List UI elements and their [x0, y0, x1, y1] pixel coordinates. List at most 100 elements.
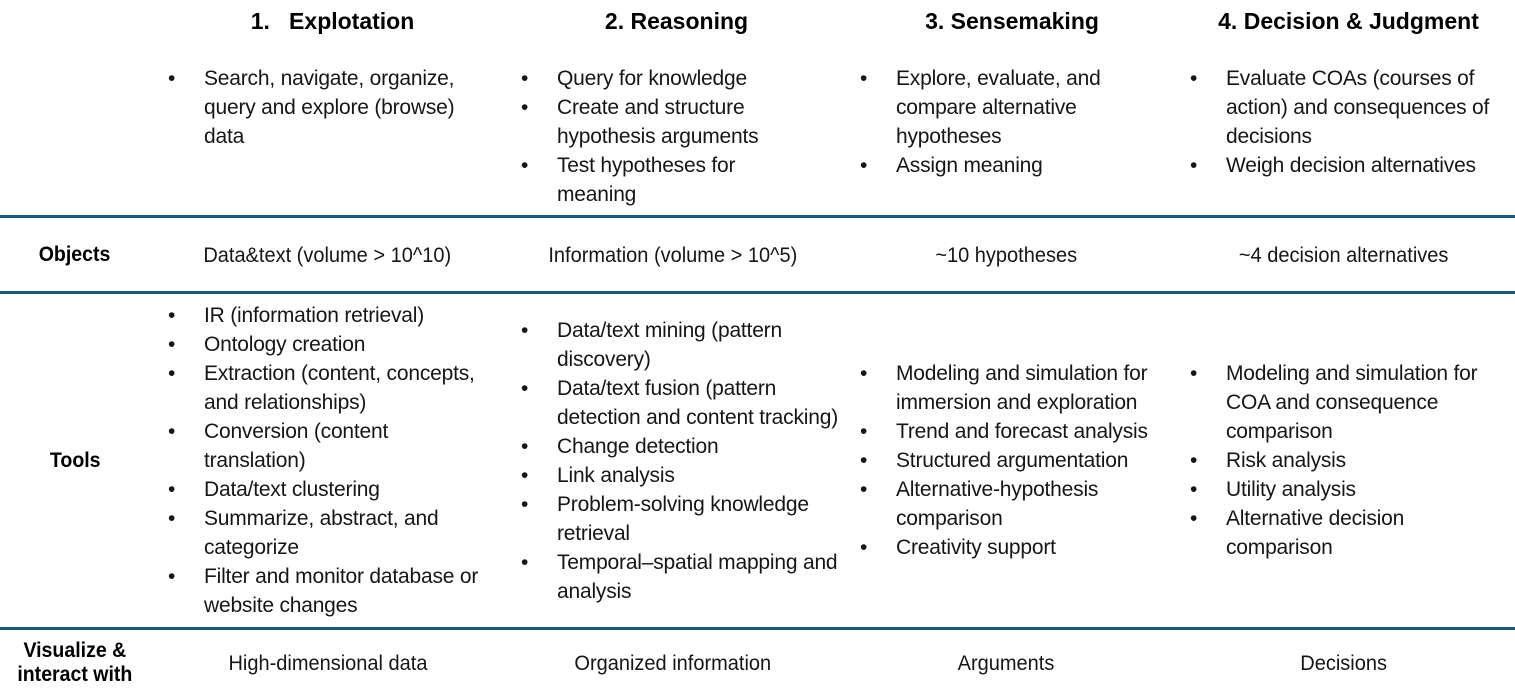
bullet-marker-icon: • — [521, 67, 529, 90]
column-sensemaking: 3. Sensemaking •Explore, evaluate, and c… — [840, 0, 1172, 215]
column-title-sensemaking: 3. Sensemaking — [925, 8, 1099, 34]
tools-list-explotation: • IR (information retrieval) •Ontology cre… — [160, 301, 505, 620]
bullet-marker-icon: • — [1190, 478, 1198, 501]
bullet-marker-icon: • — [860, 449, 868, 472]
column-reasoning: 2. Reasoning •Query for knowledge•Create… — [505, 0, 840, 215]
bullet-text: Alternative decision comparison — [1226, 507, 1405, 559]
bullet-item: • Data/text clustering — [160, 475, 493, 504]
bullet-marker-icon: • — [1190, 67, 1198, 90]
activities-list-reasoning: •Query for knowledge•Create and structur… — [513, 64, 840, 209]
column-explotation: 1. Explotation •Search, navigate, organi… — [150, 0, 505, 215]
bullet-item: •Create and structure hypothesis argumen… — [513, 93, 790, 151]
header-row-spacer — [0, 0, 150, 215]
bullet-marker-icon: • — [1190, 154, 1198, 177]
visualize-value-explotation-cell: High-dimensional data — [150, 630, 505, 696]
column-title-decision-judgment: 4. Decision & Judgment — [1218, 8, 1479, 34]
activities-list-sensemaking: •Explore, evaluate, and compare alternat… — [852, 64, 1172, 180]
activities-list-explotation: •Search, navigate, organize, query and e… — [160, 64, 505, 151]
bullet-text: Test hypotheses for meaning — [557, 154, 736, 206]
bullet-item: •Modeling and simulation for COA and con… — [1182, 359, 1515, 446]
objects-value-reasoning: Information (volume > 10^5) — [548, 242, 797, 267]
tools-sensemaking-cell: • Modeling and simulation for immersion a… — [840, 294, 1172, 627]
bullet-item: •Query for knowledge — [513, 64, 790, 93]
bullet-item: • Extraction (content, concepts, and rela… — [160, 359, 493, 417]
bullet-text: Weigh decision alternatives — [1226, 154, 1476, 177]
bullet-item: •Explore, evaluate, and compare alternat… — [852, 64, 1132, 151]
objects-row-label-cell: Objects — [0, 218, 150, 291]
visualize-value-decision-judgment-cell: Decisions — [1172, 630, 1515, 696]
bullet-text: Extraction (content, concepts, and relat… — [204, 362, 475, 414]
visualize-value-sensemaking: Arguments — [957, 651, 1055, 675]
bullet-text: Filter and monitor database or website c… — [204, 565, 479, 617]
objects-value-decision-judgment-cell: ~4 decision alternatives — [1172, 218, 1515, 291]
bullet-marker-icon: • — [860, 154, 868, 177]
bullet-marker-icon: • — [860, 420, 868, 443]
bullet-text: Alternative-hypothesis comparison — [896, 478, 1099, 530]
bullet-text: Link analysis — [557, 463, 675, 487]
bullet-text: Modeling and simulation for COA and cons… — [1226, 362, 1478, 443]
bullet-marker-icon: • — [168, 304, 176, 327]
tools-row-label: Tools — [49, 448, 101, 472]
bullet-item: •Assign meaning — [852, 151, 1132, 180]
bullet-text: Structured argumentation — [896, 449, 1129, 472]
bullet-marker-icon: • — [168, 507, 176, 530]
bullet-text: Creativity support — [896, 536, 1056, 559]
bullet-item: • Summarize, abstract, and categorize — [160, 504, 493, 562]
bullet-marker-icon: • — [521, 154, 529, 177]
bullet-item: •Data/text mining (pattern discovery) — [513, 316, 840, 374]
column-title-reasoning: 2. Reasoning — [604, 8, 749, 34]
bullet-text: IR (information retrieval) — [204, 304, 425, 327]
bullet-marker-icon: • — [521, 376, 529, 400]
column-decision-judgment: 4. Decision & Judgment • Evaluate COAs (c… — [1172, 0, 1515, 215]
bullet-marker-icon: • — [1190, 507, 1198, 530]
visualize-row-label: Visualize & interact with — [17, 639, 133, 686]
visualize-value-explotation: High-dimensional data — [228, 651, 427, 675]
bullet-marker-icon: • — [168, 420, 176, 443]
bullet-item: • Test hypotheses for meaning — [513, 151, 790, 209]
bullet-item: • Alternative-hypothesis comparison — [852, 475, 1154, 533]
bullet-marker-icon: • — [168, 478, 176, 501]
bullet-item: • Utility analysis — [1182, 475, 1515, 504]
bullet-item: •Data/text fusion (pattern detection and… — [513, 374, 840, 432]
bullet-marker-icon: • — [860, 67, 868, 90]
bullet-marker-icon: • — [1190, 449, 1198, 472]
bullet-item: •Ontology creation — [160, 330, 493, 359]
bullet-text: Data/text clustering — [204, 478, 380, 501]
bullet-item: •Search, navigate, organize, query and e… — [160, 64, 487, 151]
bullet-text: Modeling and simulation for immersion an… — [896, 362, 1148, 414]
bullet-item: • Conversion (content translation) — [160, 417, 493, 475]
bullet-marker-icon: • — [521, 96, 529, 119]
bullet-marker-icon: • — [521, 550, 529, 574]
bullet-item: • Problem-solving knowledge retrieval — [513, 490, 840, 548]
bullet-item: • Alternative decision comparison — [1182, 504, 1515, 562]
bullet-text: Search, navigate, organize, query and ex… — [204, 67, 455, 148]
bullet-text: Data/text mining (pattern discovery) — [557, 318, 782, 371]
bullet-marker-icon: • — [168, 333, 176, 356]
bullet-text: Trend and forecast analysis — [896, 420, 1148, 443]
visualize-value-decision-judgment: Decisions — [1300, 651, 1387, 675]
tools-reasoning-cell: •Data/text mining (pattern discovery)•Da… — [505, 294, 840, 627]
objects-row-label: Objects — [39, 242, 111, 266]
bullet-text: Utility analysis — [1226, 478, 1356, 501]
objects-value-decision-judgment: ~4 decision alternatives — [1238, 242, 1449, 267]
objects-value-reasoning-cell: Information (volume > 10^5) — [505, 218, 840, 291]
bullet-marker-icon: • — [860, 478, 868, 501]
bullet-text: Summarize, abstract, and categorize — [204, 507, 439, 559]
bullet-marker-icon: • — [521, 492, 529, 516]
bullet-text: Conversion (content translation) — [204, 420, 389, 472]
bullet-marker-icon: • — [168, 362, 176, 385]
objects-value-explotation-cell: Data&text (volume > 10^10) — [150, 218, 505, 291]
bullet-item: • Modeling and simulation for immersion a… — [852, 359, 1154, 417]
visualize-row: Visualize & interact with High-dimension… — [0, 627, 1515, 696]
activities-list-decision-judgment: • Evaluate COAs (courses of action) and c… — [1182, 64, 1515, 180]
bullet-text: Problem-solving knowledge retrieval — [557, 492, 809, 545]
objects-row: Objects Data&text (volume > 10^10) Infor… — [0, 215, 1515, 291]
bullet-marker-icon: • — [521, 434, 529, 458]
bullet-item: •Link analysis — [513, 461, 840, 490]
bullet-item: •Creativity support — [852, 533, 1154, 562]
visualize-row-label-cell: Visualize & interact with — [0, 630, 150, 696]
header-row: 1. Explotation •Search, navigate, organi… — [0, 0, 1515, 215]
bullet-marker-icon: • — [168, 565, 176, 588]
bullet-text: Evaluate COAs (courses of action) and co… — [1226, 67, 1490, 148]
bullet-marker-icon: • — [860, 362, 868, 385]
